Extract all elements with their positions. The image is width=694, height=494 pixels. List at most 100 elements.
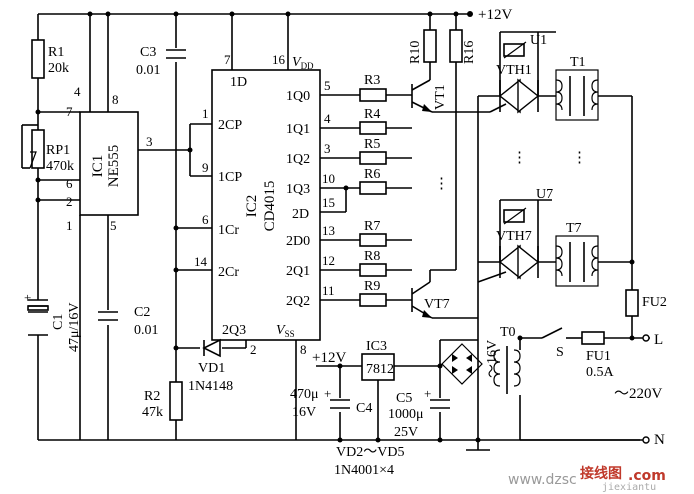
ic1-pin-7: 7 — [66, 104, 73, 119]
t1-transformer: T1 — [555, 55, 599, 121]
ic2-label-1q1: 1Q1 — [286, 122, 310, 137]
t0-label: T0 — [500, 325, 516, 340]
r2-resistor — [169, 381, 183, 421]
c4-label: C4 — [356, 401, 372, 416]
fu1-fuse: FU1 0.5A — [581, 331, 615, 380]
svg-text:+: + — [324, 386, 331, 401]
ic2-pin-3: 3 — [324, 141, 331, 156]
ic1-pin-2: 2 — [66, 194, 73, 209]
watermark-com: .com — [628, 468, 666, 484]
ic1-pin-5: 5 — [110, 218, 117, 233]
r10-resistor — [423, 29, 437, 63]
ellipsis-transformers: ⋮ — [572, 150, 587, 166]
ic2-pin-14: 14 — [194, 254, 208, 269]
ic3-regulator: 7812 IC3 — [361, 339, 395, 381]
r5-resistor — [359, 151, 387, 165]
c5-label: C5 — [396, 391, 412, 406]
ic2-pin-8: 8 — [300, 342, 307, 357]
line-n-label: N — [654, 432, 665, 448]
u7-label: U7 — [536, 187, 553, 202]
vcc-mid-label: +12V — [312, 350, 346, 366]
vcc-top-label: +12V — [478, 7, 512, 23]
ic2-pin-13: 13 — [322, 223, 335, 238]
r7-resistor — [359, 233, 387, 247]
r3-resistor — [359, 88, 387, 102]
ic1-pin-6: 6 — [66, 176, 73, 191]
c5-value: 1000μ — [388, 407, 424, 422]
r8-resistor — [359, 263, 387, 277]
ic2-label-1q0: 1Q0 — [286, 89, 310, 104]
ic2-label-1q3: 1Q3 — [286, 182, 310, 197]
c3-label: C3 — [140, 45, 156, 60]
vth7-triac: VTH7 U7 — [477, 187, 553, 283]
ic2-vdd-label: VDD — [292, 55, 314, 71]
ic2-label-2q3: 2Q3 — [222, 323, 246, 338]
fu2-fuse: FU2 — [625, 289, 667, 317]
vt1-transistor: VT1 — [411, 79, 448, 113]
t0-secondary: ～16V — [485, 340, 500, 378]
ic2-name: IC2 — [244, 195, 260, 218]
ic1-ne555: IC1 NE555 4 8 7 3 6 2 1 5 — [66, 84, 153, 233]
c1-label: C1 — [51, 314, 66, 330]
ic2-pin-12: 12 — [322, 253, 335, 268]
resistors: R1 20k RP1 470k R2 47k R3 R4 R5 R6 R7 R8… — [29, 29, 477, 421]
vd1-part: 1N4148 — [188, 379, 233, 394]
c2-value: 0.01 — [134, 323, 159, 338]
ic2-pin-6: 6 — [202, 212, 209, 227]
c2-label: C2 — [134, 305, 150, 320]
ac-voltage-label: ～220V — [614, 386, 663, 402]
fu2-label: FU2 — [642, 295, 667, 310]
r16-label: R16 — [462, 41, 477, 64]
ic2-vss-label: VSS — [276, 323, 295, 339]
ic1-pin-4: 4 — [74, 84, 81, 99]
ic1-pin-1: 1 — [66, 218, 73, 233]
line-l-label: L — [654, 332, 663, 348]
bridge-part: 1N4001×4 — [334, 463, 394, 478]
c5-voltage: 25V — [394, 425, 418, 440]
vt7-label: VT7 — [424, 297, 450, 312]
vt7-transistor: VT7 — [411, 281, 450, 319]
ic2-label-1q2: 1Q2 — [286, 152, 310, 167]
r4-resistor — [359, 121, 387, 135]
ic2-label-2q2: 2Q2 — [286, 294, 310, 309]
vd1-diode: VD1 1N4148 — [188, 338, 233, 394]
svg-text:+: + — [24, 290, 31, 305]
ic2-label-1cp: 1CP — [218, 170, 242, 185]
ic2-pin-2: 2 — [250, 342, 257, 357]
r6-resistor — [359, 181, 387, 195]
ic2-pin-10: 10 — [322, 171, 335, 186]
c4-value: 470μ — [290, 387, 319, 402]
r2-value: 47k — [142, 405, 163, 420]
r9-label: R9 — [364, 279, 380, 294]
vth1-label: VTH1 — [496, 63, 532, 78]
c1-value: 47μ/16V — [67, 302, 82, 352]
capacitors: + C1 47μ/16V C2 0.01 C3 0.01 + 470μ 16V … — [24, 45, 450, 440]
u1-label: U1 — [530, 33, 547, 48]
watermark-sub: jiexiantu — [602, 482, 656, 493]
ellipsis-resistors: ⋮ — [434, 176, 449, 192]
ic1-part: NE555 — [106, 145, 122, 188]
ic1-pin-3: 3 — [146, 134, 153, 149]
t7-transformer: T7 — [555, 221, 599, 287]
ic2-pin-7: 7 — [224, 52, 231, 67]
r1-resistor — [31, 39, 45, 79]
ic1-pin-8: 8 — [112, 92, 119, 107]
c4-voltage: 16V — [292, 405, 316, 420]
ic3-part: 7812 — [366, 362, 394, 377]
t7-label: T7 — [566, 221, 582, 236]
ic2-label-1cr: 1Cr — [218, 223, 239, 238]
ic2-pin-1: 1 — [202, 106, 209, 121]
vth1-triac: VTH1 U1 — [489, 33, 547, 114]
vth7-label: VTH7 — [496, 229, 532, 244]
bridge-rectifier — [441, 343, 483, 385]
ic2-pin-4: 4 — [324, 111, 331, 126]
r8-label: R8 — [364, 249, 380, 264]
vt1-label: VT1 — [433, 84, 448, 110]
r10-label: R10 — [408, 41, 423, 64]
watermark: www.dzsc 接线图 .com jiexiantu — [508, 465, 666, 493]
rp1-value: 470k — [46, 159, 74, 174]
ic2-label-1d: 1D — [230, 75, 247, 90]
r2-label: R2 — [144, 389, 160, 404]
